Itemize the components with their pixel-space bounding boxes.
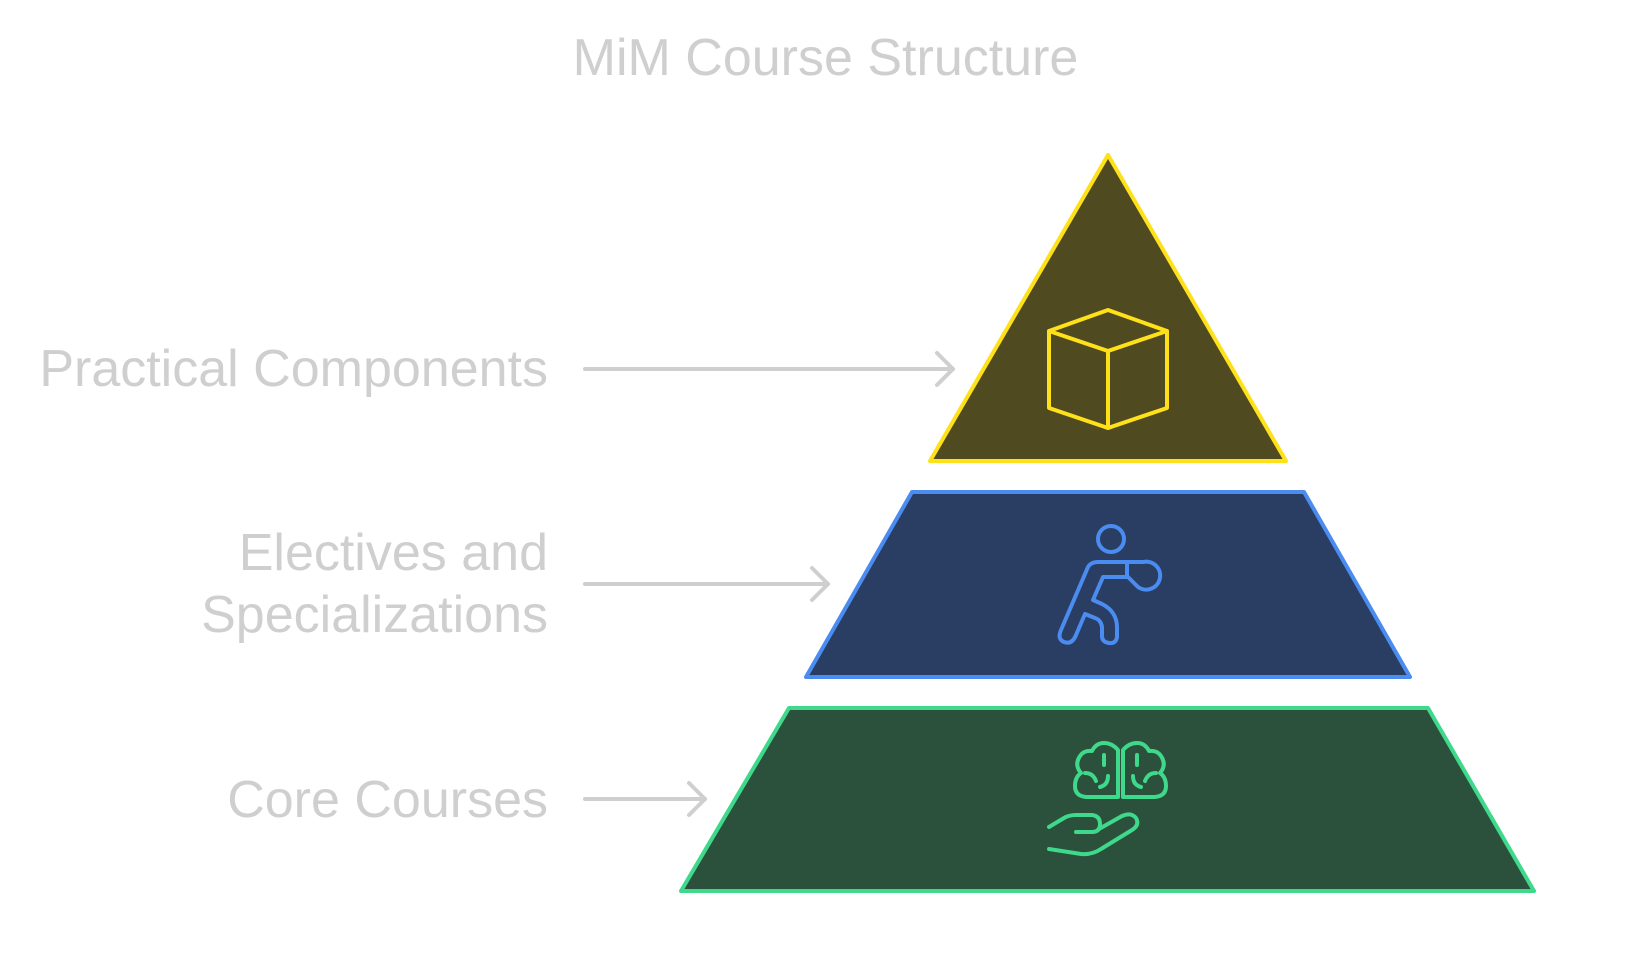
arrow-practical-components — [583, 351, 955, 387]
arrow-core-courses — [583, 781, 707, 817]
brain-in-hand-icon — [1047, 741, 1168, 857]
person-pointing-icon — [1057, 524, 1163, 646]
diagram-title: MiM Course Structure — [572, 29, 1079, 87]
level-label-practical-components: Practical Components — [39, 340, 548, 398]
level-label-electives-and-specializations: Electives and Specializations — [201, 522, 548, 646]
arrow-electives-and-specializations — [583, 566, 830, 602]
level-label-line: Specializations — [201, 586, 548, 644]
pyramid-level-bottom — [679, 706, 1536, 893]
level-label-line: Electives and — [238, 524, 548, 582]
pyramid-level-middle — [804, 490, 1412, 679]
cube-icon — [1047, 308, 1169, 430]
level-label-core-courses: Core Courses — [227, 771, 548, 829]
